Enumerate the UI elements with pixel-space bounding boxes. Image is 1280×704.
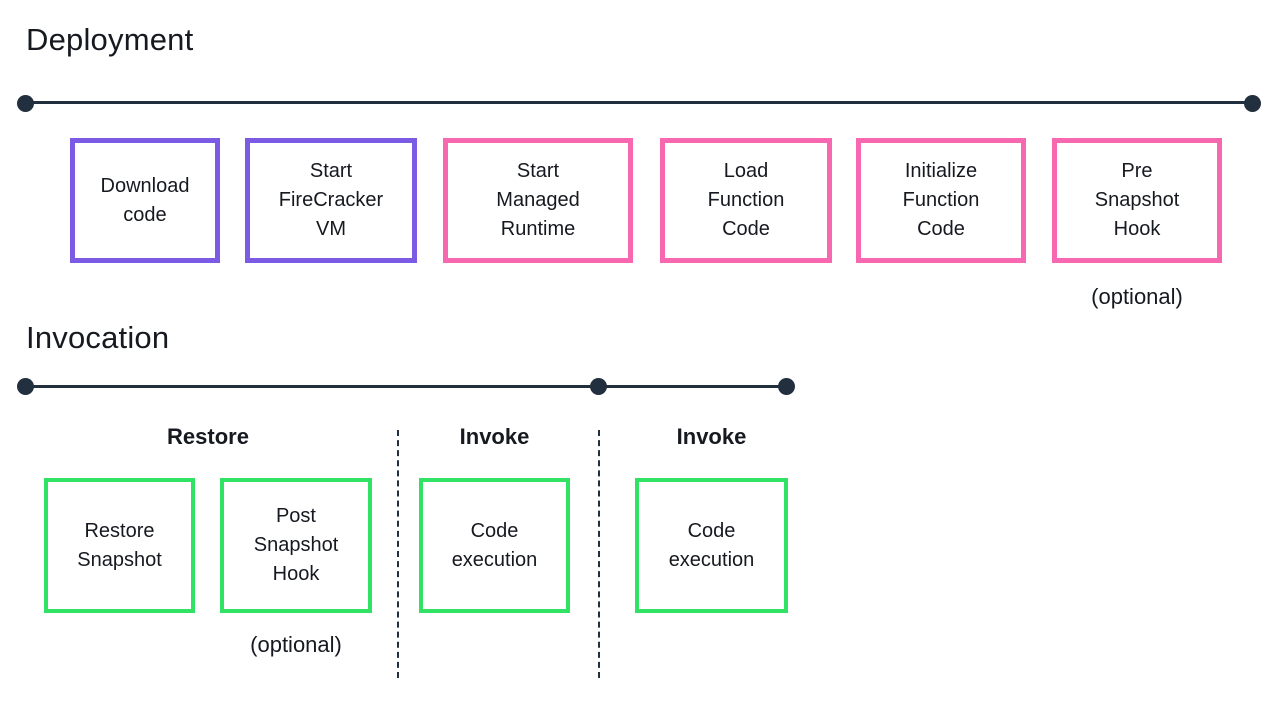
- deployment-timeline-end-dot: [1244, 95, 1261, 112]
- step-box-code-execution-1: Code execution: [419, 478, 570, 613]
- step-box-download-code: Download code: [70, 138, 220, 263]
- post-snapshot-hook-optional-note: (optional): [250, 632, 342, 657]
- phase-label-invoke-2: Invoke: [676, 424, 747, 449]
- step-box-code-execution-2: Code execution: [635, 478, 788, 613]
- step-box-start-managed-runtime: Start Managed Runtime: [443, 138, 633, 263]
- step-box-start-firecracker-vm: Start FireCracker VM: [245, 138, 417, 263]
- deployment-timeline-start-dot: [17, 95, 34, 112]
- phase-label-invoke-1: Invoke: [459, 424, 530, 449]
- deployment-section-title: Deployment: [26, 22, 194, 57]
- invocation-timeline-middle-dot: [590, 378, 607, 395]
- invocation-timeline-end-dot: [778, 378, 795, 395]
- invocation-timeline-line: [25, 385, 787, 388]
- step-box-post-snapshot-hook: Post Snapshot Hook: [220, 478, 372, 613]
- deployment-timeline-line: [25, 101, 1252, 104]
- step-box-restore-snapshot: Restore Snapshot: [44, 478, 195, 613]
- restore-invoke-divider: [397, 430, 399, 678]
- pre-snapshot-hook-optional-note: (optional): [1091, 284, 1183, 309]
- step-box-pre-snapshot-hook: Pre Snapshot Hook: [1052, 138, 1222, 263]
- step-box-load-function-code: Load Function Code: [660, 138, 832, 263]
- step-box-initialize-function-code: Initialize Function Code: [856, 138, 1026, 263]
- invoke-invoke-divider: [598, 430, 600, 678]
- invocation-section-title: Invocation: [26, 320, 170, 355]
- invocation-timeline-start-dot: [17, 378, 34, 395]
- phase-label-restore: Restore: [167, 424, 249, 449]
